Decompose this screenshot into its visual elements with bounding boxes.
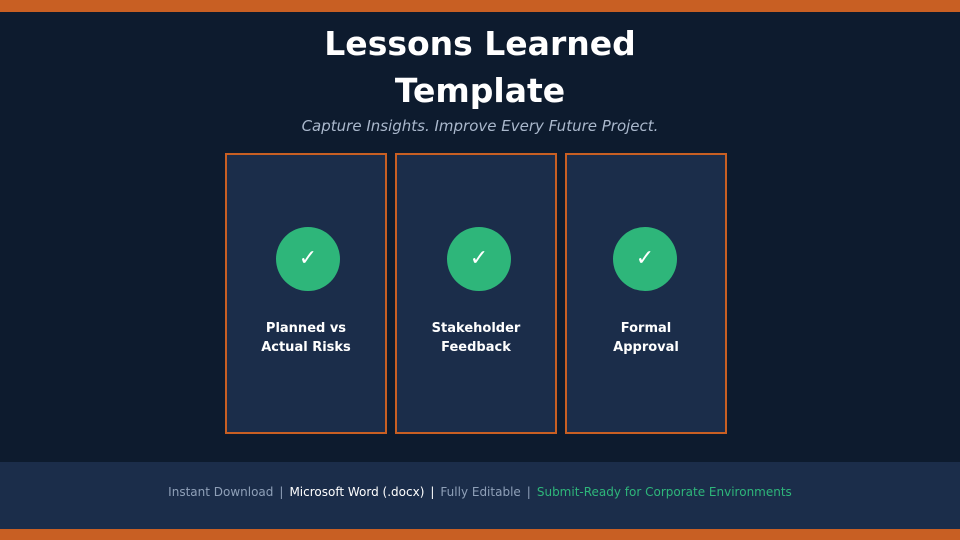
bottom-accent-bar — [0, 529, 960, 540]
card-label-line-1: Formal — [620, 321, 672, 336]
footer-separator: | — [279, 485, 284, 499]
card-planned-vs-actual-risks: ✓ Planned vs Actual Risks — [225, 153, 387, 434]
footer-features: Instant Download | Microsoft Word (.docx) |… — [0, 483, 960, 501]
slide-title-line-2: Template — [394, 71, 566, 110]
card-label-line-2: Actual Risks — [261, 340, 351, 355]
check-icon: ✓ — [447, 227, 511, 291]
footer-band: Instant Download | Microsoft Word (.docx) |… — [0, 462, 960, 529]
card-label-line-2: Feedback — [441, 340, 511, 355]
footer-microsoft-word: Microsoft Word (.docx) — [289, 485, 425, 499]
card-label: Stakeholder Feedback — [403, 319, 549, 357]
card-label-line-2: Approval — [613, 340, 679, 355]
slide-title-line-1: Lessons Learned — [324, 24, 636, 63]
slide-subtitle: Capture Insights. Improve Every Future P… — [301, 117, 659, 135]
top-accent-bar — [0, 0, 960, 12]
footer-separator: | — [526, 485, 531, 499]
card-label-line-1: Stakeholder — [431, 321, 521, 336]
card-label-line-1: Planned vs — [265, 321, 347, 336]
footer-separator: | — [430, 485, 435, 499]
footer-fully-editable: Fully Editable — [440, 485, 521, 499]
card-label: Formal Approval — [573, 319, 719, 357]
check-icon: ✓ — [613, 227, 677, 291]
card-stakeholder-feedback: ✓ Stakeholder Feedback — [395, 153, 557, 434]
footer-instant-download: Instant Download — [168, 485, 274, 499]
card-label: Planned vs Actual Risks — [233, 319, 379, 357]
slide-title: Lessons Learned Template — [0, 20, 960, 114]
card-formal-approval: ✓ Formal Approval — [565, 153, 727, 434]
footer-submit-ready: Submit-Ready for Corporate Environments — [536, 485, 792, 499]
check-icon: ✓ — [276, 227, 340, 291]
